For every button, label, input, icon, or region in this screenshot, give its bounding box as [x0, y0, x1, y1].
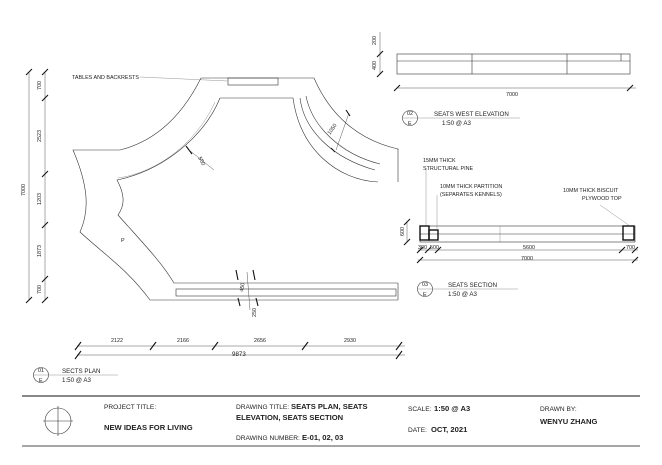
plan-vdim-1: 2523: [37, 130, 43, 142]
elevation-dim-400: 400: [372, 61, 378, 70]
section-note-pine-1: 15MM THICK: [423, 158, 456, 164]
plan-label-tables: TABLES AND BACKRESTS: [72, 75, 139, 81]
section-dim-5600: 5600: [523, 245, 535, 251]
section-dim-total: 7000: [521, 256, 533, 262]
seats-west-elevation: 200 400 7000 02 E SEATS WEST ELEVATION 1…: [372, 32, 636, 127]
project-title-value: NEW IDEAS FOR LIVING: [104, 423, 193, 432]
plan-hdim-2: 2656: [254, 338, 266, 344]
plan-vdim-0: 700: [37, 81, 43, 90]
plan-vertical-dims: 700 2523 1203 1873 700 7000: [21, 68, 49, 304]
drawing-title-label: DRAWING TITLE:: [236, 404, 289, 411]
drawing-title-value-1: SEATS PLAN, SEATS: [291, 402, 368, 411]
seats-plan: 550 1050 450 250 P TABLES AND BACKRESTS: [72, 75, 399, 317]
date-label: DATE:: [408, 427, 427, 434]
plan-vdim-total: 7000: [21, 184, 27, 196]
elevation-scale: 1:50 @ A3: [442, 120, 472, 127]
seats-section: 15MM THICK STRUCTURAL PINE 10MM THICK PA…: [400, 158, 639, 298]
plan-hdim-total: 9873: [232, 351, 246, 358]
elevation-dim-total: 7000: [506, 92, 518, 98]
plan-tag-letter: E: [39, 378, 43, 384]
section-note-pine-2: STRUCTURAL PINE: [423, 166, 474, 172]
section-note-biscuit-2: PLYWOOD TOP: [582, 196, 622, 202]
plan-hdim-1: 2166: [177, 338, 189, 344]
section-dim-300: 300: [418, 245, 427, 251]
section-dim-700: 700: [626, 245, 635, 251]
section-tag-letter: E: [423, 292, 427, 298]
section-note-partition-1: 10MM THICK PARTITION: [440, 184, 502, 190]
plan-hdim-3: 2930: [344, 338, 356, 344]
plan-table-south: [175, 288, 397, 297]
section-note-biscuit-1: 10MM THICK BISCUIT: [563, 188, 619, 194]
plan-hdim-0: 2122: [111, 338, 123, 344]
scale-value: 1:50 @ A3: [434, 404, 470, 413]
plan-tag-number: 01: [38, 368, 44, 374]
drawn-by-value: WENYU ZHANG: [540, 417, 597, 426]
elevation-tag-number: 02: [407, 111, 413, 117]
elevation-title: SEATS WEST ELEVATION: [434, 111, 509, 118]
drawing-number-label: DRAWING NUMBER:: [236, 435, 300, 442]
plan-scale: 1:50 @ A3: [62, 377, 92, 384]
plan-vdim-3: 1873: [37, 245, 43, 257]
drawing-number-value: E-01, 02, 03: [302, 433, 343, 442]
plan-dim-450: 450: [239, 282, 246, 292]
section-scale: 1:50 @ A3: [448, 291, 478, 298]
plan-outer-outline: [72, 77, 399, 301]
plan-title: SECTS PLAN: [62, 368, 101, 375]
plan-dim-250: 250: [252, 308, 258, 317]
section-title: SEATS SECTION: [448, 282, 497, 289]
section-tag-number: 03: [422, 282, 428, 288]
title-block: PROJECT TITLE: NEW IDEAS FOR LIVING DRAW…: [22, 395, 640, 447]
date-value: OCT, 2021: [431, 425, 468, 434]
section-dim-600: 600: [400, 227, 406, 236]
scale-label: SCALE:: [408, 406, 432, 413]
north-arrow-icon: [43, 406, 73, 436]
plan-table-north: [227, 77, 279, 86]
drawn-by-label: DRAWN BY:: [540, 406, 577, 413]
section-note-partition-2: (SEPARATES KENNELS): [440, 192, 502, 198]
plan-dim-1050: 1050: [327, 123, 339, 136]
plan-inner-outline: [116, 97, 398, 284]
plan-vdim-2: 1203: [37, 193, 43, 205]
elevation-dim-200: 200: [372, 36, 378, 45]
plan-horizontal-dims: 2122 2166 2656 2930 9873: [74, 338, 405, 360]
plan-vdim-4: 700: [37, 285, 43, 294]
plan-dim-550: 550: [196, 156, 206, 167]
plan-table-east-curve: [299, 97, 376, 171]
plan-tag: 01 E SECTS PLAN 1:50 @ A3: [33, 367, 118, 384]
section-dim-500: 500: [430, 245, 439, 251]
project-title-label: PROJECT TITLE:: [104, 404, 156, 411]
drawing-title-value-2: ELEVATION, SEATS SECTION: [236, 413, 343, 422]
elevation-tag-letter: E: [408, 121, 412, 127]
plan-seat-mark: P: [121, 238, 125, 244]
